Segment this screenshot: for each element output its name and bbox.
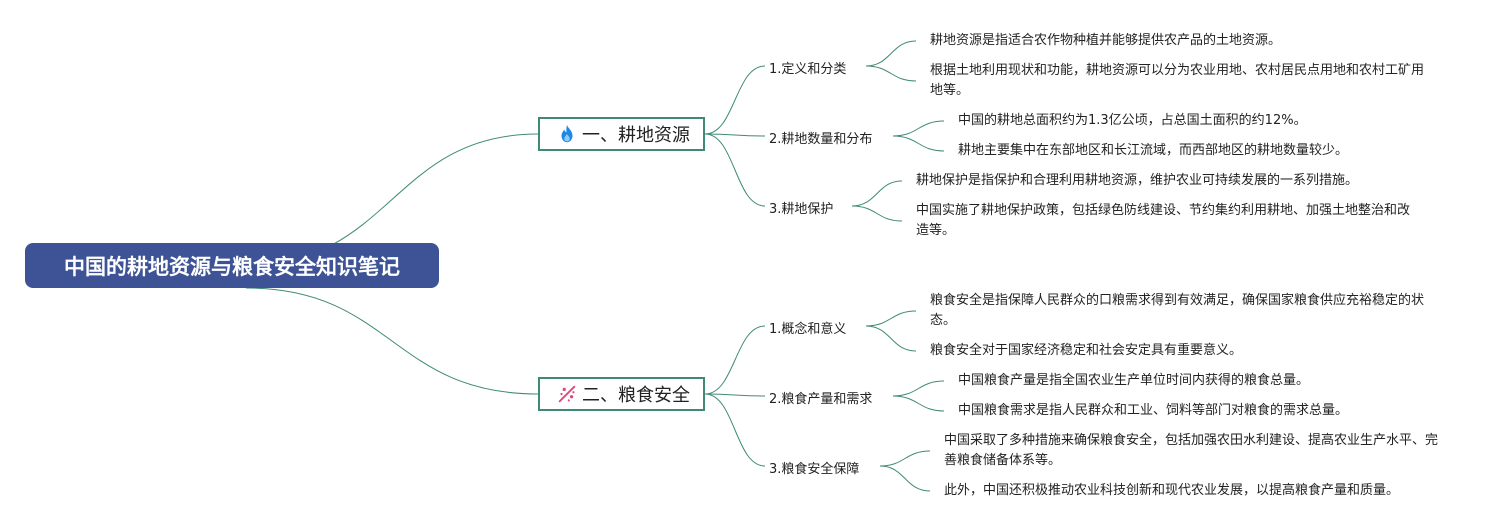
branch-food-security[interactable]: 二、粮食安全	[538, 377, 705, 411]
branch-topic-connector	[704, 65, 766, 135]
leaf-note[interactable]: 中国的耕地总面积约为1.3亿公顷，占总国土面积的约12%。	[958, 113, 1307, 128]
topic-farmland-protection[interactable]: 3.耕地保护	[769, 202, 834, 217]
branch-label: 一、耕地资源	[582, 125, 690, 146]
branch-topic-connector	[704, 325, 766, 395]
topic-note-connector	[865, 325, 917, 352]
leaf-note[interactable]: 耕地主要集中在东部地区和长江流域，而西部地区的耕地数量较少。	[958, 143, 1349, 158]
sparkle-icon	[558, 385, 576, 403]
topic-note-connector	[865, 65, 917, 82]
topic-concept-significance[interactable]: 1.概念和意义	[769, 322, 847, 337]
topic-note-connector	[892, 120, 945, 137]
topic-note-connector	[892, 135, 945, 152]
leaf-note[interactable]: 此外，中国还积极推动农业科技创新和现代农业发展，以提高粮食产量和质量。	[944, 483, 1400, 498]
leaf-note[interactable]: 粮食安全是指保障人民群众的口粮需求得到有效满足，确保国家粮食供应充裕稳定的状态。	[930, 293, 1425, 328]
leaf-note[interactable]: 中国采取了多种措施来确保粮食安全，包括加强农田水利建设、提高农业生产水平、完善粮…	[944, 433, 1439, 468]
topic-note-connector	[879, 465, 931, 492]
leaf-note[interactable]: 耕地保护是指保护和合理利用耕地资源，维护农业可持续发展的一系列措施。	[916, 173, 1359, 188]
topic-definition-classification[interactable]: 1.定义和分类	[769, 62, 847, 77]
leaf-note[interactable]: 中国粮食需求是指人民群众和工业、饲料等部门对粮食的需求总量。	[958, 403, 1349, 418]
topic-food-security-guarantee[interactable]: 3.粮食安全保障	[769, 462, 860, 477]
branch-label: 二、粮食安全	[582, 385, 690, 406]
leaf-note[interactable]: 根据土地利用现状和功能，耕地资源可以分为农业用地、农村居民点用地和农村工矿用地等…	[930, 63, 1425, 98]
topic-note-connector	[851, 180, 903, 207]
root-title: 中国的耕地资源与粮食安全知识笔记	[64, 254, 400, 279]
branch-topic-connector	[704, 133, 766, 207]
root-topic[interactable]: 中国的耕地资源与粮食安全知识笔记	[25, 243, 439, 288]
branch-farmland-resources[interactable]: 一、耕地资源	[538, 117, 705, 151]
leaf-note[interactable]: 粮食安全对于国家经济稳定和社会安定具有重要意义。	[930, 343, 1243, 358]
branch-topic-connector	[704, 393, 766, 397]
topic-note-connector	[851, 205, 903, 222]
topic-note-connector	[865, 310, 917, 327]
topic-grain-output-demand[interactable]: 2.粮食产量和需求	[769, 392, 873, 407]
branch-topic-connector	[704, 133, 766, 137]
topic-note-connector	[892, 395, 945, 412]
root-branch-connector	[245, 287, 539, 395]
leaf-note[interactable]: 耕地资源是指适合农作物种植并能够提供农产品的土地资源。	[930, 33, 1282, 48]
branch-topic-connector	[704, 393, 766, 467]
leaf-note[interactable]: 中国实施了耕地保护政策，包括绿色防线建设、节约集约利用耕地、加强土地整治和改造等…	[916, 203, 1411, 238]
fire-icon	[561, 124, 573, 143]
topic-note-connector	[879, 450, 931, 467]
leaf-note[interactable]: 中国粮食产量是指全国农业生产单位时间内获得的粮食总量。	[958, 373, 1310, 388]
topic-note-connector	[892, 380, 945, 397]
topic-farmland-quantity-distribution[interactable]: 2.耕地数量和分布	[769, 132, 873, 147]
topic-note-connector	[865, 40, 917, 67]
